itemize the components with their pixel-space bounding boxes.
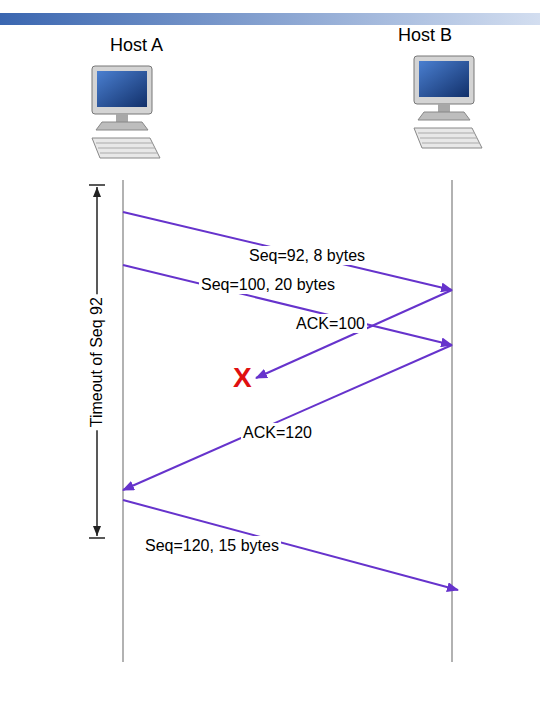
message-label: ACK=100 — [294, 314, 367, 333]
message-arrow — [256, 290, 452, 378]
message-label: ACK=120 — [241, 423, 314, 442]
host-name: Host A — [110, 34, 166, 56]
host-label: Host A — [106, 32, 170, 60]
message-label: Seq=120, 15 bytes — [143, 536, 281, 555]
header-bar — [0, 13, 540, 25]
timeline — [451, 180, 453, 662]
message-label: Seq=92, 8 bytes — [247, 246, 367, 265]
timeout-label: Timeout of Seq 92 — [88, 294, 106, 430]
host-label: Host B — [394, 22, 459, 50]
host-name: Host B — [398, 24, 455, 46]
computer-icon — [92, 66, 160, 158]
computer-icon — [414, 56, 482, 148]
message-label: Seq=100, 20 bytes — [199, 275, 337, 294]
message-arrow — [123, 265, 452, 345]
message-arrow — [123, 345, 452, 490]
message-arrow — [123, 500, 458, 590]
timeline — [122, 180, 124, 662]
loss-mark: X — [233, 362, 252, 394]
